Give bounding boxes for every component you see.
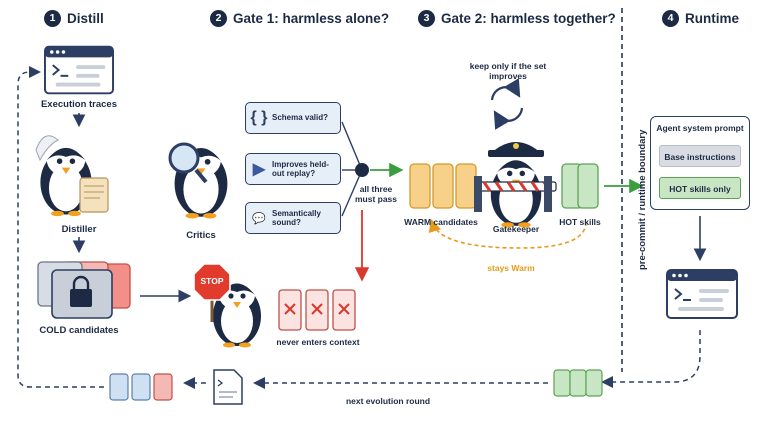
hot-skills-only-block: HOT skills only: [659, 177, 741, 199]
braces-icon: { }: [250, 109, 268, 126]
step-3-number: 3: [418, 10, 435, 27]
execution-traces-window-icon: [44, 45, 114, 95]
step-4-number: 4: [662, 10, 679, 27]
stays-warm-label: stays Warm: [487, 263, 535, 273]
connector-check-3: [341, 169, 363, 217]
stop-penguin-icon: [193, 263, 261, 348]
never-enters-context-label: never enters context: [276, 337, 360, 347]
check-schema-valid: { } Schema valid?: [245, 102, 341, 134]
trace-document-icon: [213, 369, 243, 405]
loop-mixed-cards: [109, 373, 173, 401]
check-semantically-sound-text: Semantically sound?: [272, 208, 321, 227]
cold-candidates-label: COLD candidates: [39, 325, 119, 336]
magnifier-icon: [168, 142, 200, 174]
execution-traces-label: Execution traces: [40, 99, 118, 110]
loop-hot-cards: [553, 369, 603, 397]
keep-only-label: keep only if the set improves: [469, 61, 547, 82]
hot-skills-label: HOT skills: [559, 217, 601, 227]
stop-sign-icon: [193, 263, 231, 301]
step-4-title: Runtime: [685, 11, 739, 26]
quill-icon: [35, 135, 59, 162]
check-semantically-sound: 💬 Semantically sound?: [245, 202, 341, 234]
step-3-header: 3 Gate 2: harmless together?: [418, 10, 616, 27]
agent-system-prompt-card: Agent system prompt Base instructions HO…: [650, 116, 750, 210]
step-2-header: 2 Gate 1: harmless alone?: [210, 10, 389, 27]
cold-candidates-stack-icon: [37, 261, 131, 319]
rejected-cards: [278, 289, 356, 331]
loop-arrow-right: [601, 330, 701, 388]
distiller-label: Distiller: [61, 224, 97, 235]
step-3-title: Gate 2: harmless together?: [441, 11, 616, 26]
distiller-penguin-icon: [35, 135, 109, 217]
hot-skills-cards: [561, 163, 599, 209]
merge-label: all three must pass: [354, 184, 398, 205]
boundary-label: pre-commit / runtime boundary: [637, 129, 648, 270]
arrow-stays-warm: [428, 218, 587, 249]
critic-penguin-icon: [168, 142, 228, 219]
step-2-number: 2: [210, 10, 227, 27]
stop-sign-text: STOP: [200, 276, 224, 286]
cycle-arrows-icon: [490, 78, 524, 130]
base-instructions-block: Base instructions: [659, 145, 741, 167]
step-4-header: 4 Runtime: [662, 10, 739, 27]
step-1-number: 1: [44, 10, 61, 27]
connector-check-1: [341, 121, 363, 171]
loop-arrow-return: [17, 66, 104, 388]
check-improves-replay: ▶ Improves held-out replay?: [245, 153, 341, 185]
check-schema-valid-text: Schema valid?: [272, 113, 329, 123]
step-1-title: Distill: [67, 11, 104, 26]
play-icon: ▶: [252, 161, 266, 178]
prompt-title: Agent system prompt: [656, 123, 744, 133]
gatekeeper-label: Gatekeeper: [492, 224, 540, 234]
warm-candidates-label: WARM candidates: [404, 217, 478, 227]
check-improves-replay-text: Improves held-out replay?: [272, 159, 329, 178]
scroll-icon: [79, 177, 109, 213]
speech-bubble-icon: 💬: [252, 212, 266, 225]
merge-node: [355, 163, 369, 177]
next-evolution-round-label: next evolution round: [345, 396, 431, 406]
critics-label: Critics: [186, 230, 216, 241]
step-2-title: Gate 1: harmless alone?: [233, 11, 390, 26]
runtime-window-icon: [666, 268, 738, 320]
step-1-header: 1 Distill: [44, 10, 104, 27]
warm-candidates-cards: [409, 163, 477, 209]
gatekeeper-penguin-icon: [474, 142, 557, 228]
